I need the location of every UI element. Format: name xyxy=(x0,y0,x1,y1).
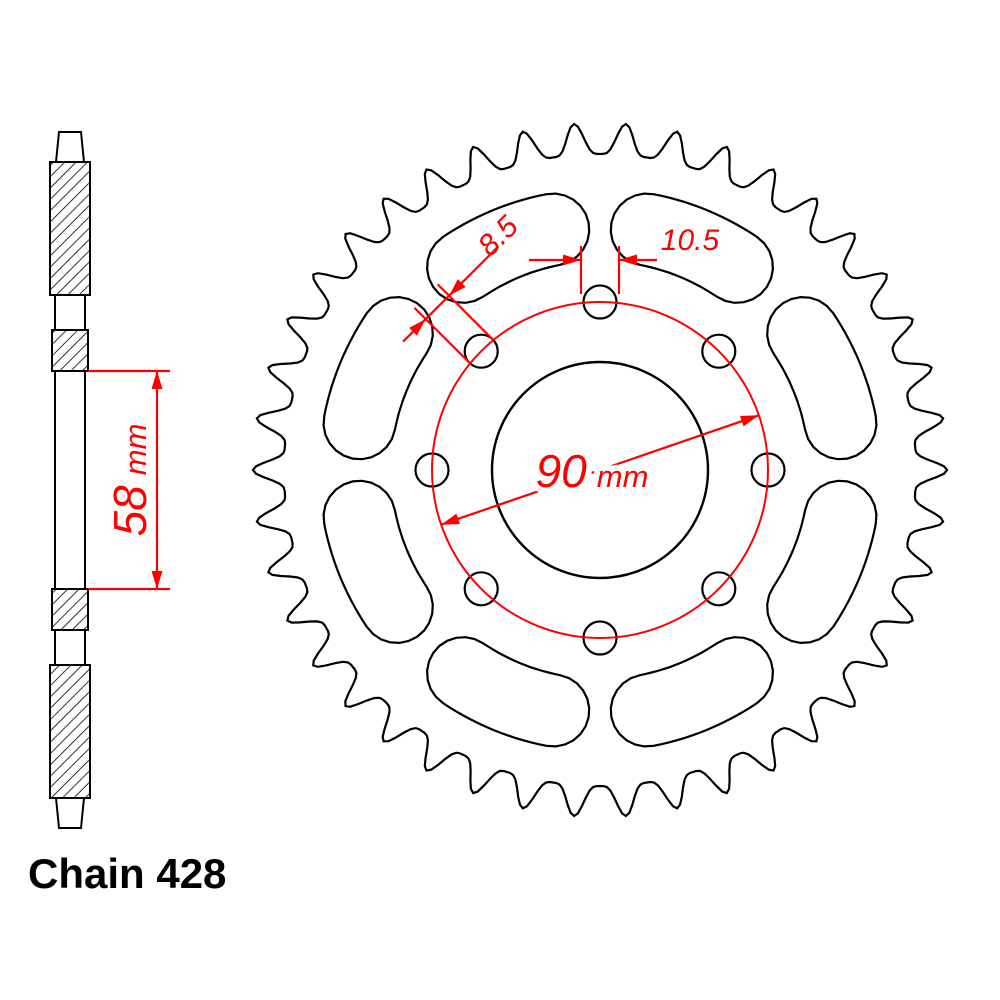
dimension-arrow xyxy=(449,279,466,296)
bolt-hole-gap xyxy=(54,629,86,666)
dimension-arrow xyxy=(441,513,460,525)
hatched-plate-section xyxy=(49,664,91,799)
hatched-hub-section xyxy=(51,588,89,631)
hole-extension-line xyxy=(413,306,471,364)
bolt-hole-gap xyxy=(54,294,86,331)
dimension-arrow xyxy=(409,319,426,336)
lightening-slot xyxy=(609,192,775,304)
lightening-slot xyxy=(766,295,878,461)
side-view-cross-section xyxy=(49,131,91,829)
bore-gap xyxy=(54,370,86,590)
lightening-slot xyxy=(425,192,591,304)
hatched-plate-section xyxy=(49,161,91,296)
tooth-tip-section xyxy=(54,131,86,163)
dimension-arrow xyxy=(151,571,163,589)
dimension-arrow xyxy=(151,371,163,389)
bolt-circle-diameter-label: 90 mm xyxy=(536,445,649,497)
dimension-arrow xyxy=(563,254,581,266)
top-hole-diameter-label: 10.5 xyxy=(661,224,720,257)
dimension-lines xyxy=(88,245,769,639)
hatched-hub-section xyxy=(51,329,89,372)
dimension-arrow xyxy=(619,254,637,266)
bore-diameter-value: 58 xyxy=(104,485,156,537)
bore-diameter-label: 58 mm xyxy=(104,424,156,537)
bore-diameter-unit: mm xyxy=(118,424,153,476)
bolt-circle xyxy=(431,301,769,639)
bolt-circle-unit: mm xyxy=(597,459,649,494)
chain-size-title: Chain 428 xyxy=(28,850,226,897)
bolt-circle-value: 90 xyxy=(536,445,588,497)
lightening-slot xyxy=(425,636,591,748)
lightening-slot xyxy=(766,479,878,645)
lightening-slot xyxy=(322,479,434,645)
bolt-circle-diameter-line xyxy=(440,414,760,526)
dimension-arrow xyxy=(740,415,759,427)
lightening-slot xyxy=(609,636,775,748)
tooth-tip-section xyxy=(54,797,86,829)
hole-extension-line xyxy=(436,283,494,341)
